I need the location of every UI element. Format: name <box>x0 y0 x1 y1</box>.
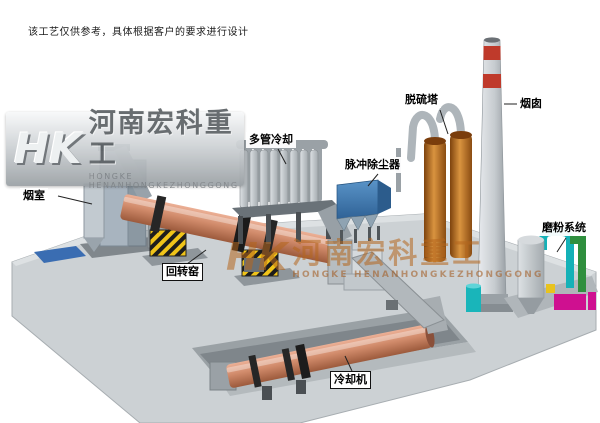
multi-tube-cooler <box>232 140 352 244</box>
label-pulse-dust-collector: 脉冲除尘器 <box>342 157 403 173</box>
label-grinding-system: 磨粉系统 <box>539 220 589 236</box>
logo-text-block: 河南宏科重工 HONGKE HENANHONGKEZHONGGONG <box>88 107 239 191</box>
kiln-discharge <box>327 239 445 329</box>
logo-name-cn: 河南宏科重工 <box>88 107 234 170</box>
hongke-logo: HK 河南宏科重工 HONGKE HENANHONGKEZHONGGONG <box>6 108 244 190</box>
label-multi-tube-cooler: 多管冷却 <box>246 132 296 148</box>
label-desulfurization-tower: 脱硫塔 <box>402 92 441 108</box>
grinding-system <box>466 228 598 318</box>
disclaimer-text: 该工艺仅供参考，具体根据客户的要求进行设计 <box>28 27 249 38</box>
desulfurization-towers <box>407 103 472 262</box>
leader-lines <box>57 103 567 372</box>
cooling-machine <box>209 296 448 400</box>
logo-name-en: HONGKE HENANHONGKEZHONGGONG <box>88 172 239 191</box>
label-smoke-chamber: 烟室 <box>20 188 48 204</box>
chimney <box>471 37 513 312</box>
label-rotary-kiln: 回转窑 <box>162 263 203 281</box>
label-chimney: 烟囱 <box>517 96 545 112</box>
label-cooling-machine: 冷却机 <box>330 371 371 389</box>
hk-monogram: HK <box>14 124 82 173</box>
pulse-dust-collector <box>336 148 401 244</box>
kiln-supports <box>142 229 300 286</box>
